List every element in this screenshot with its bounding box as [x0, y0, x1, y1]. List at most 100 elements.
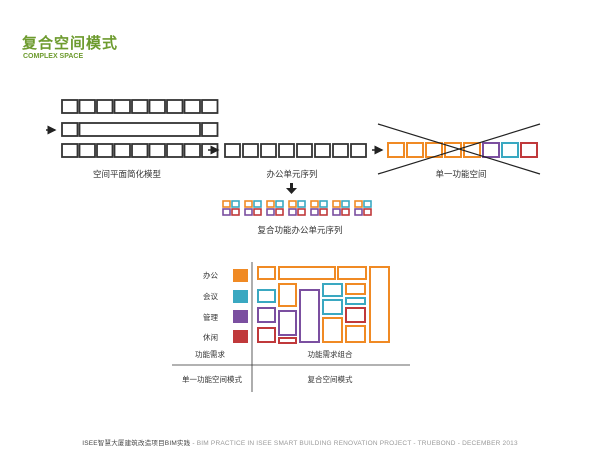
- legend: 办公 会议 管理 休闲: [203, 270, 218, 342]
- combination-block: [257, 266, 276, 280]
- combination-block: [322, 317, 343, 343]
- legend-swatch: [233, 290, 248, 303]
- single-function-cell: [387, 142, 405, 158]
- composite-cell-leisure: [275, 208, 284, 216]
- plan-model-label: 空间平面简化模型: [93, 169, 162, 180]
- single-function-cell: [482, 142, 500, 158]
- plan-cell: [96, 143, 114, 158]
- composite-cell-meeting: [297, 200, 306, 208]
- plan-cell: [78, 99, 96, 114]
- legend-swatch: [233, 330, 248, 343]
- plan-cell: [166, 99, 184, 114]
- plan-model-grid: [61, 99, 219, 158]
- plan-cell: [113, 99, 131, 114]
- composite-unit-sequence: [222, 200, 372, 216]
- combination-block: [257, 327, 276, 343]
- composite-cell-management: [332, 208, 341, 216]
- composite-cell-leisure: [341, 208, 350, 216]
- combination-block: [345, 307, 366, 323]
- plan-cell: [201, 122, 219, 137]
- matrix-row2-col2: 复合空间模式: [308, 374, 353, 384]
- plan-cell: [148, 143, 166, 158]
- footer: ISEE智慧大厦建筑改造项目BIM实践 - BIM PRACTICE IN IS…: [0, 437, 600, 447]
- plan-cell: [201, 99, 219, 114]
- office-unit-cell: [260, 143, 277, 158]
- composite-cell-meeting: [253, 200, 262, 208]
- composite-cell-office: [266, 200, 275, 208]
- single-function-cell: [406, 142, 424, 158]
- legend-label-meeting: 会议: [203, 291, 218, 301]
- plan-cell: [61, 122, 79, 137]
- office-unit-cell: [278, 143, 295, 158]
- legend-swatch: [233, 269, 248, 282]
- plan-cell: [131, 99, 149, 114]
- office-unit-cell: [314, 143, 331, 158]
- combination-block: [345, 325, 366, 343]
- plan-cell: [61, 99, 79, 114]
- composite-cell-leisure: [297, 208, 306, 216]
- footer-project: BIM PRACTICE IN ISEE SMART BUILDING RENO…: [196, 440, 518, 447]
- composite-cell-management: [222, 208, 231, 216]
- legend-label-office: 办公: [203, 270, 218, 280]
- composite-cell-meeting: [341, 200, 350, 208]
- composite-cell-meeting: [275, 200, 284, 208]
- composite-cell-management: [288, 208, 297, 216]
- combination-block: [257, 289, 276, 303]
- combination-block: [278, 266, 336, 280]
- office-unit-cell: [224, 143, 241, 158]
- plan-cell: [131, 143, 149, 158]
- single-function-cell: [520, 142, 538, 158]
- composite-cell-office: [288, 200, 297, 208]
- footer-org: ISEE智慧大厦建筑改造项目BIM实践: [82, 440, 191, 447]
- composite-unit: [266, 200, 284, 216]
- composite-cell-meeting: [319, 200, 328, 208]
- legend-swatch: [233, 310, 248, 323]
- page-title: 复合空间模式: [22, 34, 119, 52]
- plan-cell: [61, 143, 79, 158]
- combination-block: [369, 266, 390, 343]
- plan-cell: [166, 143, 184, 158]
- composite-cell-management: [310, 208, 319, 216]
- plan-cell: [148, 99, 166, 114]
- composite-unit: [332, 200, 350, 216]
- combination-block: [345, 297, 366, 305]
- composite-cell-office: [244, 200, 253, 208]
- composite-cell-leisure: [363, 208, 372, 216]
- office-unit-cell: [242, 143, 259, 158]
- combination-block: [322, 299, 343, 315]
- plan-cell: [183, 143, 201, 158]
- single-function-label: 单一功能空间: [435, 169, 486, 180]
- plan-cell: [183, 99, 201, 114]
- combination-block: [322, 283, 343, 297]
- combination-block: [299, 289, 320, 343]
- legend-swatches: [233, 269, 248, 343]
- combination-block: [278, 337, 297, 344]
- composite-cell-leisure: [319, 208, 328, 216]
- combination-block: [345, 283, 366, 295]
- cross-out-mark: [377, 123, 541, 175]
- composite-cell-management: [244, 208, 253, 216]
- composite-cell-leisure: [231, 208, 240, 216]
- office-unit-cell: [296, 143, 313, 158]
- matrix-lines: [172, 262, 410, 392]
- legend-label-leisure: 休闲: [203, 332, 218, 342]
- plan-corridor: [78, 122, 201, 137]
- footer-separator: -: [190, 440, 197, 447]
- matrix-col2-header: 功能需求组合: [308, 349, 353, 359]
- office-unit-sequence: [224, 143, 367, 158]
- matrix-col1-header: 功能需求: [195, 349, 225, 359]
- matrix-row2-col1: 单一功能空间模式: [182, 374, 242, 384]
- composite-cell-meeting: [363, 200, 372, 208]
- composite-unit: [354, 200, 372, 216]
- combination-block: [278, 283, 297, 307]
- down-arrow-icon: [286, 183, 297, 194]
- composite-unit: [244, 200, 262, 216]
- composite-cell-meeting: [231, 200, 240, 208]
- single-function-cell: [501, 142, 519, 158]
- composite-cell-office: [222, 200, 231, 208]
- legend-label-management: 管理: [203, 312, 218, 322]
- composite-cell-office: [354, 200, 363, 208]
- composite-cell-office: [332, 200, 341, 208]
- composite-unit: [222, 200, 240, 216]
